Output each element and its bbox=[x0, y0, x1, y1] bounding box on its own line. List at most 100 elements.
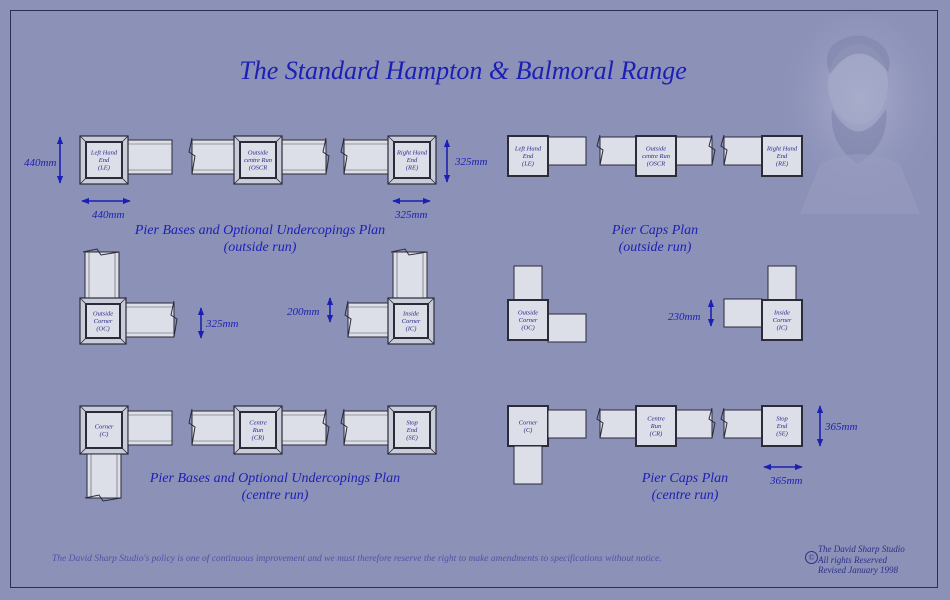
wall-body bbox=[191, 139, 235, 175]
pier-label: Stop bbox=[406, 420, 418, 427]
bevel-line bbox=[79, 337, 87, 345]
pier-label: Stop bbox=[776, 416, 788, 423]
cap-wall bbox=[723, 136, 763, 166]
studio-name: The David Sharp Studio bbox=[818, 544, 905, 554]
bevel-line bbox=[275, 447, 283, 455]
policy-footer: The David Sharp Studio's policy is one o… bbox=[52, 554, 662, 564]
wall-body bbox=[123, 302, 175, 338]
wall-body bbox=[281, 139, 327, 175]
dim-325-width: 325mm bbox=[395, 209, 428, 221]
bevel-line bbox=[79, 405, 87, 413]
bevel-line bbox=[79, 135, 87, 143]
pier-label: Outside bbox=[518, 310, 538, 317]
bevel-line bbox=[427, 337, 435, 345]
pier-label: Left Hand bbox=[514, 146, 542, 153]
pier-label: Inside bbox=[773, 310, 790, 317]
pier-base-oscr bbox=[233, 135, 283, 185]
break-mark bbox=[720, 407, 728, 439]
pier-label: Run bbox=[650, 423, 661, 430]
pier-outline bbox=[85, 303, 121, 339]
pier-label: End bbox=[98, 157, 110, 164]
pier-outline bbox=[393, 141, 431, 179]
pier-label: (IC) bbox=[777, 325, 788, 332]
wall-segment bbox=[127, 139, 173, 175]
wall-body bbox=[343, 410, 389, 446]
bevel-line bbox=[121, 447, 129, 455]
bevel-line bbox=[427, 297, 435, 305]
bevel-line bbox=[121, 177, 129, 185]
pier-label: Left Hand bbox=[90, 150, 118, 157]
pier-label: Outside bbox=[93, 311, 113, 318]
bevel-line bbox=[233, 177, 241, 185]
bevel-line bbox=[387, 297, 395, 305]
pier-label: Outside bbox=[646, 146, 666, 153]
bevel-line bbox=[429, 177, 437, 185]
caption-line: (outside run) bbox=[618, 240, 692, 255]
bevel-line bbox=[275, 135, 283, 143]
wall-body bbox=[343, 139, 389, 175]
pier-cap-re bbox=[761, 135, 803, 177]
bevel-line bbox=[79, 297, 87, 305]
pier-label: centre Run bbox=[642, 153, 670, 160]
pier-label: End bbox=[406, 157, 418, 164]
pier-label: Corner bbox=[519, 419, 538, 426]
pier-outline bbox=[239, 411, 277, 449]
cap-wall bbox=[547, 136, 587, 166]
pier-base-re bbox=[387, 135, 437, 185]
break-mark bbox=[708, 407, 716, 439]
studio-logo-icon: © bbox=[805, 551, 818, 564]
pier-label: Corner bbox=[519, 317, 538, 324]
cap-wall bbox=[547, 313, 587, 343]
break-mark bbox=[720, 134, 728, 166]
pier-label: (CR) bbox=[650, 431, 663, 438]
bevel-line bbox=[121, 135, 129, 143]
wall-segment bbox=[191, 139, 235, 175]
dim-440-width: 440mm bbox=[92, 209, 125, 221]
break-mark bbox=[322, 137, 330, 175]
bevel-line bbox=[119, 337, 127, 345]
pier-label: (SE) bbox=[776, 431, 788, 438]
bevel-line bbox=[387, 337, 395, 345]
cap-wall bbox=[723, 298, 763, 328]
break-mark bbox=[344, 300, 352, 338]
page-title: The Standard Hampton & Balmoral Range bbox=[239, 56, 687, 85]
pier-label: End bbox=[776, 153, 788, 160]
bevel-line bbox=[429, 405, 437, 413]
bevel-line bbox=[233, 405, 241, 413]
wall-body bbox=[281, 410, 327, 446]
pier-base-le bbox=[79, 135, 129, 185]
break-mark bbox=[340, 137, 348, 175]
break-mark bbox=[596, 407, 604, 439]
cap-wall bbox=[599, 409, 637, 439]
pier-base-se bbox=[387, 405, 437, 455]
portrait-watermark bbox=[780, 14, 936, 214]
pier-label: Inside bbox=[402, 311, 419, 318]
pier-outline bbox=[393, 303, 429, 339]
pier-label: (RE) bbox=[776, 161, 788, 168]
wall-segment bbox=[84, 251, 120, 299]
wall-segment bbox=[191, 410, 235, 446]
wall-body bbox=[127, 410, 173, 446]
pier-outline bbox=[85, 141, 123, 179]
studio-credits: The David Sharp Studio All rights Reserv… bbox=[818, 544, 905, 576]
caption-line: Pier Caps Plan bbox=[641, 471, 729, 486]
pier-label: (RE) bbox=[406, 165, 418, 172]
pier-cap-le bbox=[507, 135, 549, 177]
pier-label: (C) bbox=[100, 431, 109, 438]
pier-label: Corner bbox=[773, 317, 792, 324]
cap-wall bbox=[547, 409, 587, 439]
cap-wall bbox=[513, 265, 543, 301]
pier-cap-ic bbox=[761, 299, 803, 341]
wall-body bbox=[127, 139, 173, 175]
wall-segment bbox=[86, 453, 122, 499]
pier-base-cr bbox=[233, 405, 283, 455]
pier-label: Right Hand bbox=[396, 150, 428, 157]
cap-wall bbox=[767, 265, 797, 301]
pier-cap-oc bbox=[507, 299, 549, 341]
pier-label: (CR) bbox=[252, 435, 265, 442]
pier-label: Corner bbox=[95, 423, 114, 430]
bevel-line bbox=[429, 135, 437, 143]
wall-segment bbox=[123, 302, 175, 338]
caption-line: Pier Bases and Optional Undercopings Pla… bbox=[149, 471, 401, 486]
